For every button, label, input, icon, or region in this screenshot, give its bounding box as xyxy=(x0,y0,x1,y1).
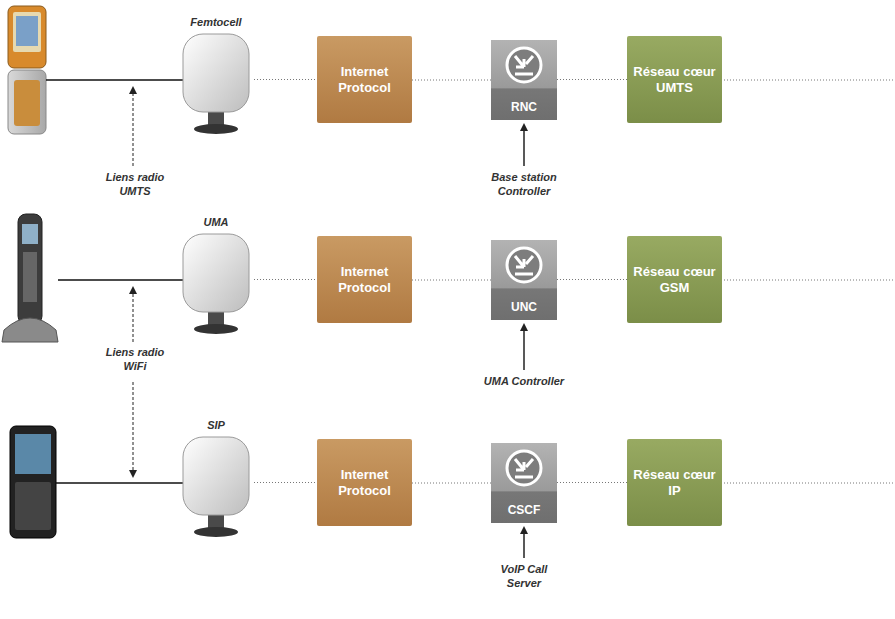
network-link xyxy=(557,482,627,483)
device-label: UMA xyxy=(178,214,254,230)
ip-network-box: Internet Protocol xyxy=(317,236,412,323)
box-label: RNC xyxy=(491,100,557,114)
leader-arrow xyxy=(523,127,525,166)
network-link xyxy=(715,280,895,281)
controller-box: RNC xyxy=(491,40,557,120)
access-point: Femtocell xyxy=(178,14,254,136)
box-label: Internet Protocol xyxy=(323,467,406,498)
device-label: SIP xyxy=(178,417,254,433)
device-body xyxy=(183,234,249,312)
access-point: SIP xyxy=(178,417,254,539)
radio-link xyxy=(56,482,186,484)
network-link xyxy=(412,80,491,81)
core-network-box: Réseau cœur UMTS xyxy=(627,36,722,123)
cordless-phone xyxy=(2,214,58,342)
network-link xyxy=(254,482,317,483)
radio-link xyxy=(58,279,186,281)
box-label: Réseau cœur GSM xyxy=(633,264,716,295)
smartphone xyxy=(10,426,56,538)
box-label: Réseau cœur IP xyxy=(633,467,716,498)
network-link xyxy=(715,483,895,484)
callout-label: Liens radio UMTS xyxy=(99,170,171,199)
box-label: Internet Protocol xyxy=(323,264,406,295)
base xyxy=(194,324,238,334)
box-label: Réseau cœur UMTS xyxy=(633,64,716,95)
callout-label: UMA Controller xyxy=(469,374,579,388)
callout-label: Base station Controller xyxy=(482,170,566,199)
leader-arrow xyxy=(523,530,525,558)
network-link xyxy=(254,279,317,280)
network-link xyxy=(715,80,895,81)
leader-arrow xyxy=(523,327,525,370)
access-point-drawing xyxy=(178,232,254,336)
controller-icon xyxy=(491,242,557,290)
ip-network-box: Internet Protocol xyxy=(317,36,412,123)
access-point-drawing xyxy=(178,32,254,136)
controller-icon xyxy=(491,445,557,493)
ip-network-box: Internet Protocol xyxy=(317,439,412,526)
base xyxy=(194,124,238,134)
network-link xyxy=(254,79,317,80)
device-label: Femtocell xyxy=(178,14,254,30)
device-body xyxy=(183,34,249,112)
leader-arrow xyxy=(133,90,134,166)
controller-box: UNC xyxy=(491,240,557,320)
flip-phone xyxy=(8,6,46,134)
box-label: UNC xyxy=(491,300,557,314)
leader-arrow xyxy=(133,290,134,342)
box-label: Internet Protocol xyxy=(323,64,406,95)
device-body xyxy=(183,437,249,515)
controller-icon xyxy=(491,42,557,90)
network-link xyxy=(557,279,627,280)
network-link xyxy=(412,280,491,281)
network-link xyxy=(557,79,627,80)
core-network-box: Réseau cœur GSM xyxy=(627,236,722,323)
callout-label: VoIP Call Server xyxy=(492,562,556,591)
leader-arrow xyxy=(133,382,134,474)
access-point-drawing xyxy=(178,435,254,539)
box-label: CSCF xyxy=(491,503,557,517)
access-point: UMA xyxy=(178,214,254,336)
callout-label: Liens radio WiFi xyxy=(99,345,171,374)
radio-link xyxy=(46,79,186,81)
controller-box: CSCF xyxy=(491,443,557,523)
network-link xyxy=(412,483,491,484)
base xyxy=(194,527,238,537)
core-network-box: Réseau cœur IP xyxy=(627,439,722,526)
